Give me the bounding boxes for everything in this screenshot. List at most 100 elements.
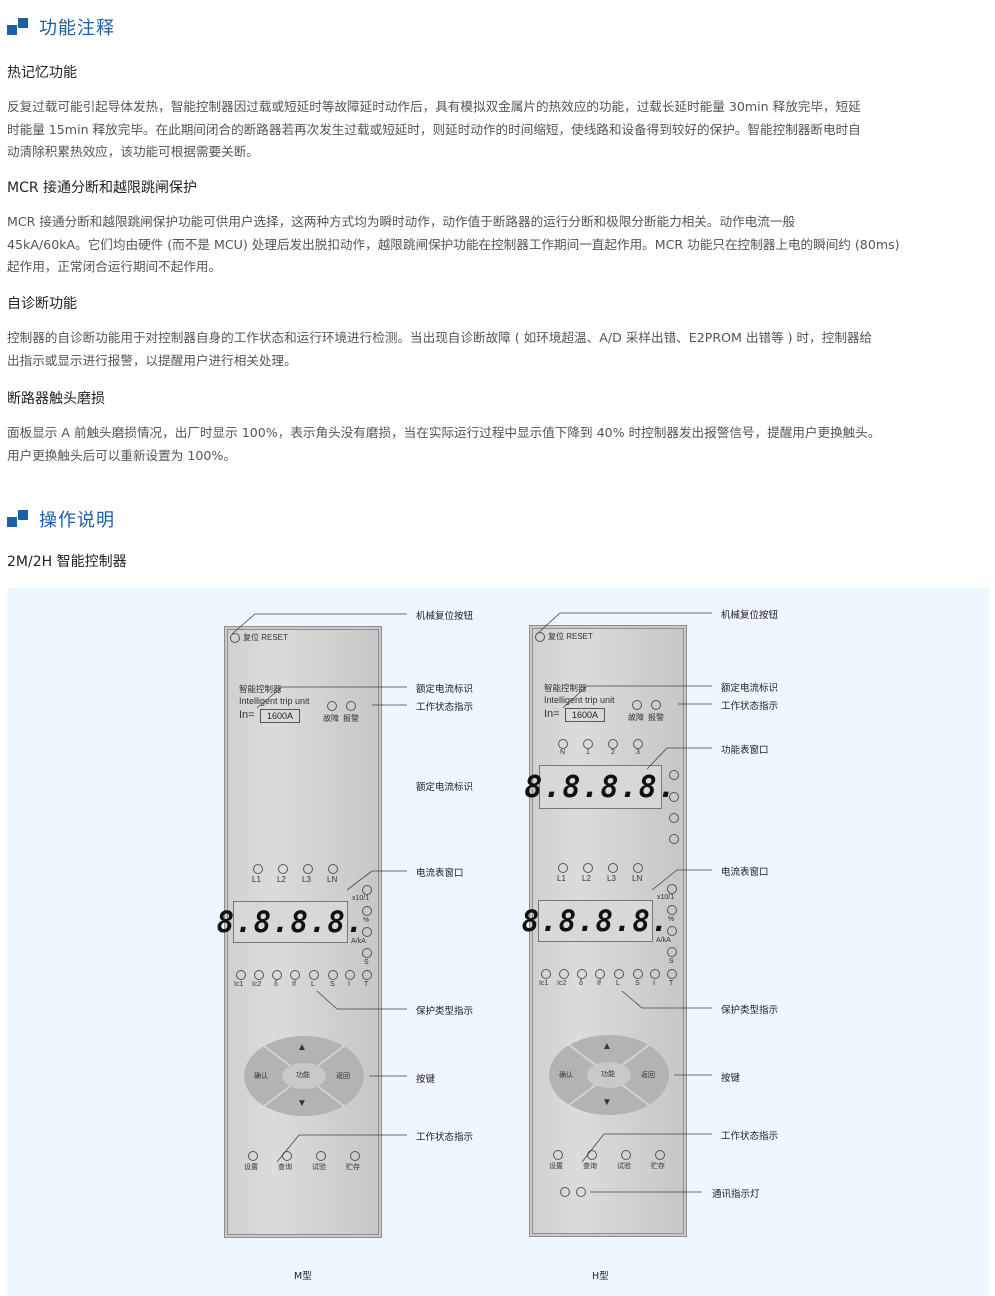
unit-label: S [364,959,369,966]
led-icon [553,1150,563,1160]
bottom-label: 设置 [549,1163,563,1170]
comm-led-icon [560,1187,570,1197]
protection-label: Ic2 [557,980,567,987]
fault-led-icon [632,700,642,710]
rated-current-box: 1600A [565,708,606,722]
leader-lines [231,612,712,1193]
led-icon [328,864,338,874]
led-icon [558,739,568,749]
led-icon [667,884,677,894]
controller-diagram: 复位 RESET 智能控制器 Intelligent trip unit In=… [7,588,990,1296]
led-icon [667,969,677,979]
led-icon [558,863,568,873]
heading-mcr: MCR 接通分断和越限跳闸保护 [7,180,198,196]
led-icon [362,948,372,958]
led-icon [667,947,677,957]
m-type-panel: 复位 RESET 智能控制器 Intelligent trip unit In=… [217,626,382,1238]
unit-label: % [668,916,675,923]
confirm-key[interactable]: 确认 [254,1073,268,1080]
protection-label: Ic2 [252,981,262,988]
paragraph-mcr: MCR 接通分断和越限跳闸保护功能可供用户选择，这两种方式均为瞬时动作，动作值于… [7,214,900,274]
led-icon [362,885,372,895]
unit-label: x10/1 [657,894,675,901]
callout-work-status-bottom: 工作状态指示 [721,1131,779,1142]
up-key[interactable]: ▲ [297,1042,307,1053]
callout-current-window: 电流表窗口 [416,868,464,879]
phase-label: L2 [277,875,286,884]
led-icon [608,739,618,749]
led-icon [254,970,264,980]
protection-label: T [669,980,674,987]
brand-cn: 智能控制器 [544,683,587,693]
phase-label: LN [327,875,338,884]
led-icon [667,926,677,936]
led-icon [655,1150,665,1160]
reset-label: 复位 RESET [548,632,593,641]
unit-label: A/kA [351,938,366,945]
section-title-functions: 功能注释 [7,14,115,40]
keypad: ▲ ▼ 确认 功能 返回 [547,1033,671,1117]
brand-en: Intelligent trip unit [239,696,310,706]
led-icon [577,969,587,979]
callout-protection-type: 保护类型指示 [721,1005,779,1016]
led-icon [633,969,643,979]
led-icon [272,970,282,980]
led-icon [614,969,624,979]
led-icon [253,864,263,874]
fault-led-icon [327,701,337,711]
callout-function-window: 功能表窗口 [721,745,769,756]
bottom-label: 查询 [278,1164,292,1171]
comm-led-icon [576,1187,586,1197]
phase-label: L2 [582,874,591,883]
phase-label: LN [632,874,643,883]
led-icon [290,970,300,980]
caption-h-type: H型 [592,1271,609,1282]
protection-label: Ic1 [539,980,549,987]
protection-label: L [311,981,315,988]
protection-label: If [292,981,296,988]
callout-comm-led: 通讯指示灯 [712,1189,760,1200]
alarm-led-icon [346,701,356,711]
reset-button-icon [230,633,240,643]
protection-label: T [364,981,369,988]
confirm-key[interactable]: 确认 [559,1072,573,1079]
led-icon [633,863,643,873]
unit-label: A/kA [656,937,671,944]
led-icon [362,906,372,916]
led-icon [633,739,643,749]
led-icon [362,927,372,937]
section-title-operation: 操作说明 [7,506,115,532]
return-key[interactable]: 返回 [336,1073,350,1080]
fault-label: 故障 [628,713,644,722]
brand-cn: 智能控制器 [239,684,282,694]
led-icon [278,864,288,874]
led-icon [236,970,246,980]
current-display: 8.8.8.8. [522,900,668,942]
alarm-led-icon [651,700,661,710]
function-key[interactable]: 功能 [601,1071,615,1078]
func-label: N [560,749,566,756]
function-key[interactable]: 功能 [296,1072,310,1079]
protection-label: L [616,980,620,987]
bottom-label: 设置 [244,1164,258,1171]
led-icon [328,970,338,980]
h-type-panel: 复位 RESET 智能控制器 Intelligent trip unit In=… [522,625,687,1237]
func-label: 2 [611,749,615,756]
brand-en: Intelligent trip unit [544,695,615,705]
led-icon [559,969,569,979]
down-key[interactable]: ▼ [602,1097,612,1108]
heading-self-diagnosis: 自诊断功能 [7,296,77,312]
led-icon [621,1150,631,1160]
led-icon [316,1151,326,1161]
led-icon [608,863,618,873]
rated-current-box: 1600A [260,709,301,723]
up-key[interactable]: ▲ [602,1041,612,1052]
alarm-label: 报警 [343,714,359,723]
phase-label: L1 [252,875,261,884]
callout-rated-current-mid: 额定电流标识 [416,782,474,793]
led-icon [595,969,605,979]
protection-label: If [597,980,601,987]
protection-label: δ [579,980,583,987]
return-key[interactable]: 返回 [641,1072,655,1079]
down-key[interactable]: ▼ [297,1098,307,1109]
